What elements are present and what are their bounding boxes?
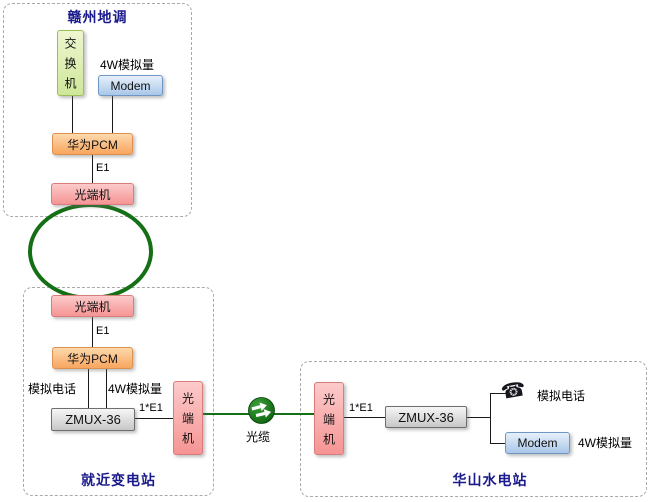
connector-pcm-to-zmux-phone [88,369,89,408]
branch-to-modem-line [490,443,506,444]
connector-modem-to-pcm [112,96,113,133]
connector-optical-to-pcm [92,317,93,347]
substation-zmux-node: ZMUX-36 [51,408,135,431]
branch-vertical-line [490,393,491,444]
ganzhou-pcm-node: 华为PCM [52,133,133,155]
substation-1e1-label: 1*E1 [139,402,163,414]
huashan-1e1-label: 1*E1 [349,402,373,414]
ganzhou-modem-node: Modem [98,75,163,96]
huashan-optical-terminal-node: 光端机 [314,382,344,455]
substation-optical-terminal-node: 光端机 [51,295,134,317]
substation-4w-analog-label: 4W模拟量 [108,382,163,396]
connector-switch-to-pcm [72,96,73,133]
substation-optical-out-node: 光端机 [173,381,203,455]
connector-pcm-to-zmux-4w [106,369,107,408]
fiber-cable-label: 光缆 [246,430,271,444]
analog-phone-icon: ☎ [499,378,528,404]
ganzhou-section-title: 赣州地调 [67,9,128,25]
connector-zmux-to-optical-out [135,418,173,419]
huashan-modem-node: Modem [505,432,570,454]
substation-section-title: 就近变电站 [81,472,156,488]
substation-analog-phone-label: 模拟电话 [28,382,77,396]
substation-e1-label: E1 [96,325,110,337]
fiber-ring [28,203,153,300]
ganzhou-4w-analog-label: 4W模拟量 [100,58,155,72]
ganzhou-e1-label: E1 [96,162,110,174]
connector-optical-to-zmux [344,417,385,418]
huashan-section-box [300,361,647,497]
substation-pcm-node: 华为PCM [52,347,133,369]
huashan-section-title: 华山水电站 [452,472,528,488]
connector-zmux-to-branch [467,417,490,418]
huashan-zmux-node: ZMUX-36 [385,406,467,428]
huashan-analog-phone-label: 模拟电话 [537,389,586,403]
fiber-ball-icon [248,397,275,424]
huashan-4w-analog-label: 4W模拟量 [578,436,633,450]
ganzhou-switch-node: 交换机 [57,30,84,97]
connector-pcm-to-optical [92,155,93,183]
branch-to-phone-line [490,393,506,394]
ganzhou-optical-terminal-node: 光端机 [51,183,134,205]
